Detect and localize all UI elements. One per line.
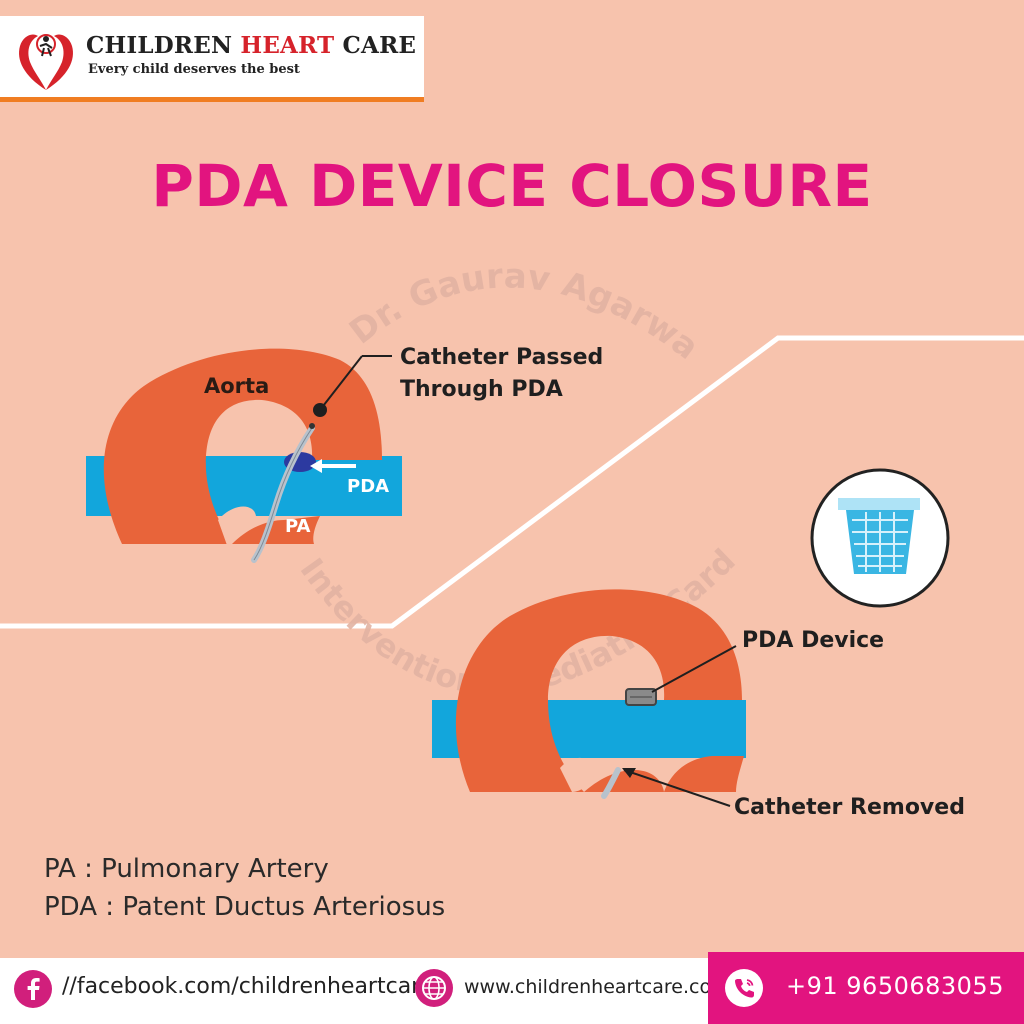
catheter-outline-1 <box>253 427 313 561</box>
brand-header: CHILDREN HEART CARE Every child deserves… <box>0 16 424 102</box>
legend-pa: PA : Pulmonary Artery <box>44 854 329 884</box>
facebook-link[interactable]: //facebook.com/childrenheartcare <box>62 974 434 999</box>
diagram-catheter-passed <box>86 348 402 563</box>
pointer-line-2 <box>651 645 737 693</box>
phone-icon[interactable] <box>724 968 764 1008</box>
pa-label: PA <box>285 516 311 537</box>
legend-pda: PDA : Patent Ductus Arteriosus <box>44 892 446 922</box>
logo-icon <box>19 34 73 90</box>
catheter-removed-label: Catheter Removed <box>734 795 965 820</box>
brand-tagline: Every child deserves the best <box>88 62 300 77</box>
aorta-1 <box>103 348 382 544</box>
website-link[interactable]: www.childrenheartcare.com <box>464 976 730 998</box>
phone-number[interactable]: +91 9650683055 <box>786 972 1004 1000</box>
facebook-icon[interactable] <box>14 970 52 1008</box>
pa-gap-2 <box>560 757 594 792</box>
pda-device-label: PDA Device <box>742 628 885 653</box>
brand-name: CHILDREN HEART CARE <box>86 32 417 59</box>
diagram-device-placed <box>432 589 746 807</box>
aorta-label: Aorta <box>204 374 270 398</box>
catheter-passed-label: Catheter Passed Through PDA <box>400 345 604 402</box>
pa-trunk-2 <box>584 770 664 792</box>
pointer-line-3 <box>623 769 731 807</box>
catheter-2 <box>601 767 621 799</box>
pda-label: PDA <box>347 476 390 497</box>
pointer-line-1 <box>319 355 363 411</box>
pa-arch-2 <box>664 756 744 792</box>
device-closeup-icon <box>810 468 950 608</box>
watermark-line1: Dr. Gaurav Agarwal <box>0 0 706 368</box>
aorta-2 <box>455 589 742 792</box>
catheter-tip-1 <box>309 423 315 429</box>
page-title: PDA DEVICE CLOSURE <box>151 152 873 220</box>
legend: PA : Pulmonary Artery PDA : Patent Ductu… <box>44 850 445 926</box>
pa-trunk-1 <box>232 516 320 544</box>
globe-icon[interactable] <box>414 968 454 1008</box>
divider-line <box>0 335 1024 629</box>
